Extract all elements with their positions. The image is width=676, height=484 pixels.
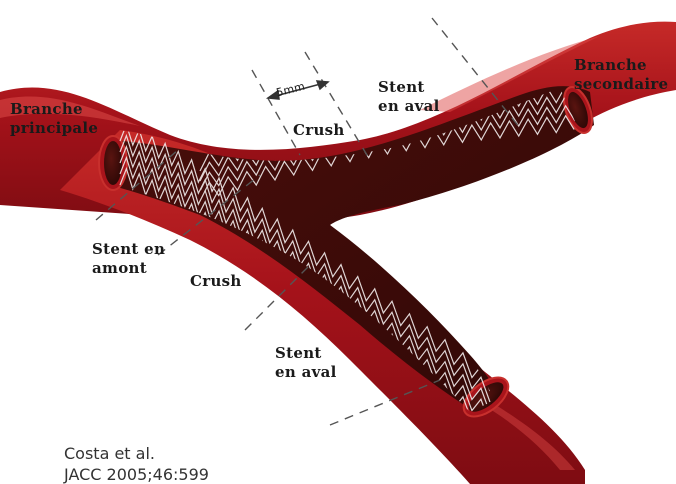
stent-downstream-bottom-label: Stent en aval bbox=[275, 344, 337, 382]
crush-bottom-label: Crush bbox=[190, 272, 242, 291]
stent-downstream-top-label: Stent en aval bbox=[378, 78, 440, 116]
citation: Costa et al. JACC 2005;46:599 bbox=[64, 443, 209, 484]
side-branch-label: Branche secondaire bbox=[574, 56, 668, 94]
vessel-lumen bbox=[99, 83, 597, 424]
main-branch-label: Branche principale bbox=[10, 100, 98, 138]
citation-authors: Costa et al. bbox=[64, 443, 209, 464]
crush-top-label: Crush bbox=[293, 121, 345, 140]
citation-reference: JACC 2005;46:599 bbox=[64, 464, 209, 484]
stent-upstream-label: Stent en amont bbox=[92, 240, 165, 278]
